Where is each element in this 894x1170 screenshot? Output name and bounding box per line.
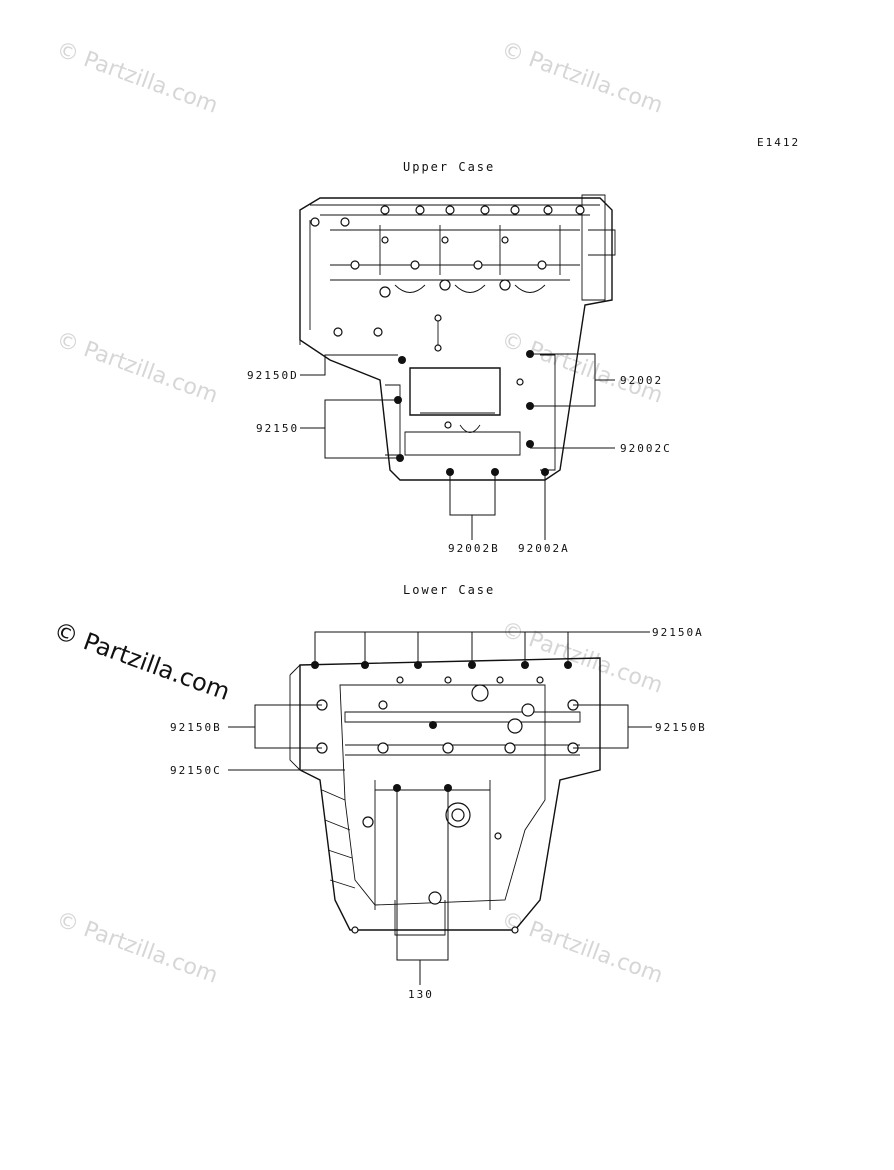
label-92002A: 92002A [518, 542, 570, 555]
label-92150D: 92150D [247, 369, 299, 382]
upper-case-title: Upper Case [403, 160, 495, 174]
label-92002B: 92002B [448, 542, 500, 555]
watermark-bottom-left: © Partzilla.com [53, 907, 221, 989]
lower-case-leaders [228, 631, 652, 985]
upper-case-leaders [300, 353, 615, 540]
label-130: 130 [408, 988, 434, 1001]
label-92150B-left: 92150B [170, 721, 222, 734]
watermark-mid-left: © Partzilla.com [53, 327, 221, 409]
label-92002C: 92002C [620, 442, 672, 455]
label-92002: 92002 [620, 374, 663, 387]
watermark-top-left: © Partzilla.com [53, 37, 221, 119]
lower-case-drawing [289, 657, 601, 936]
lower-case-title: Lower Case [403, 583, 495, 597]
watermark-mid-right: © Partzilla.com [498, 327, 666, 409]
watermark-top-right: © Partzilla.com [498, 37, 666, 119]
label-92150C: 92150C [170, 764, 222, 777]
watermark-group: © Partzilla.com © Partzilla.com © Partzi… [53, 37, 666, 989]
label-92150: 92150 [256, 422, 299, 435]
watermark-prominent: © Partzilla.com [50, 616, 234, 706]
label-92150B-right: 92150B [655, 721, 707, 734]
upper-case-drawing [299, 194, 616, 481]
diagram-code: E1412 [757, 136, 800, 149]
label-92150A: 92150A [652, 626, 704, 639]
